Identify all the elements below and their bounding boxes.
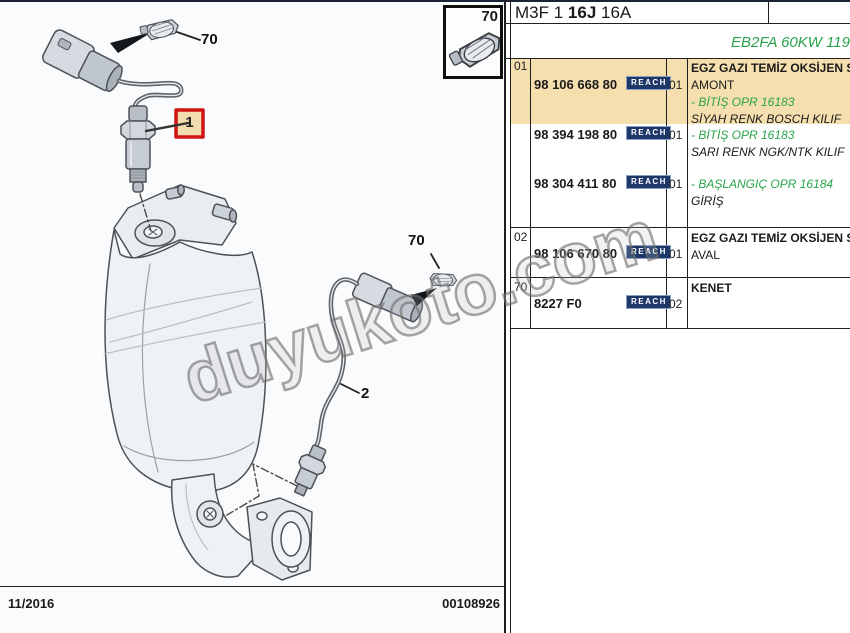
panel-divider [504,0,506,633]
top-border [0,0,850,2]
part-1-callout-box[interactable] [144,108,205,139]
part-description: EGZ GAZI TEMİZ OKSİJEN SO AVAL [691,230,850,264]
quantity: 01 [669,247,683,261]
quantity: 01 [669,78,683,92]
description-line: - BİTİŞ OPR 16183 [691,95,795,109]
oxygen-sensor-2-drawing [293,272,424,497]
part-number[interactable]: 98 394 198 80 [534,127,618,142]
callout-part-2[interactable]: 2 [361,385,370,402]
table-left-border [510,0,511,633]
clip-inset-box: 70 [443,5,503,79]
description-line: - BİTİŞ OPR 16183 [691,128,795,142]
catalytic-converter-drawing [103,184,313,581]
header-cell-divider [768,0,769,23]
document-number: 00108926 [442,596,500,611]
reach-badge[interactable]: REACH [626,175,671,189]
callout-clip-top[interactable]: 70 [201,31,218,48]
clip-inset-drawing [448,32,500,68]
description-line: EGZ GAZI TEMİZ OKSİJEN SO [691,231,850,245]
oxygen-sensor-1-drawing [41,29,184,193]
reach-badge[interactable]: REACH [626,245,671,259]
description-line: KENET [691,281,732,295]
title-prefix: M3F 1 [515,3,568,22]
group-divider-2 [510,277,850,278]
part-description: KENET [691,280,732,297]
callout-part-1[interactable]: 1 [185,114,194,131]
engine-code: EB2FA 60KW 119 [731,34,850,51]
part-number[interactable]: 98 106 668 80 [534,77,618,92]
description-line: - BAŞLANGIÇ OPR 16184 [691,177,834,191]
table-bottom-border [510,328,850,329]
quantity: 02 [669,297,683,311]
header-rule-2 [505,58,850,59]
description-line: EGZ GAZI TEMİZ OKSİJEN SO [691,61,850,75]
description-line: SARI RENK NGK/NTK KILIF [691,145,845,159]
header-rule-1 [505,23,850,24]
callout-clip-right[interactable]: 70 [408,232,425,249]
description-line: SİYAH RENK BOSCH KILIF [691,112,842,126]
ref-number: 01 [514,59,528,73]
part-number[interactable]: 8227 F0 [534,296,582,311]
page-title: M3F 1 16J 16A [515,3,631,23]
ref-number: 02 [514,230,528,244]
title-suffix: 16A [596,3,632,22]
ref-number: 70 [514,280,528,294]
part-description: - BAŞLANGIÇ OPR 16184 GİRİŞ [691,176,833,210]
group-divider-1 [510,227,850,228]
reach-badge[interactable]: REACH [626,295,671,309]
description-line: GİRİŞ [691,194,724,208]
col-divider-qty [687,58,688,328]
assembly-guide-lines [139,193,298,516]
description-line: AMONT [691,78,735,92]
reach-badge[interactable]: REACH [626,76,671,90]
description-line: AVAL [691,248,720,262]
quantity: 01 [669,177,683,191]
highlighted-row-band[interactable] [511,59,850,124]
exhaust-diagram [41,19,458,581]
diagram-panel: 70 1 70 2 70 11/2016 00108926 [0,2,504,633]
part-description: EGZ GAZI TEMİZ OKSİJEN SO AMONT - BİTİŞ … [691,60,850,128]
col-divider-part [666,58,667,328]
inset-part-number-label: 70 [481,8,498,25]
quantity: 01 [669,128,683,142]
clip-2-drawing [411,253,458,306]
revision-date: 11/2016 [8,596,55,611]
clip-1-drawing [110,19,201,53]
part-number[interactable]: 98 304 411 80 [534,176,617,191]
col-divider-ref [530,58,531,328]
part-description: - BİTİŞ OPR 16183 SARI RENK NGK/NTK KILI… [691,127,844,161]
title-index-bold: 16J [567,3,597,22]
reach-badge[interactable]: REACH [626,126,671,140]
part-number[interactable]: 98 106 670 80 [534,246,618,261]
footer-divider [0,586,504,587]
